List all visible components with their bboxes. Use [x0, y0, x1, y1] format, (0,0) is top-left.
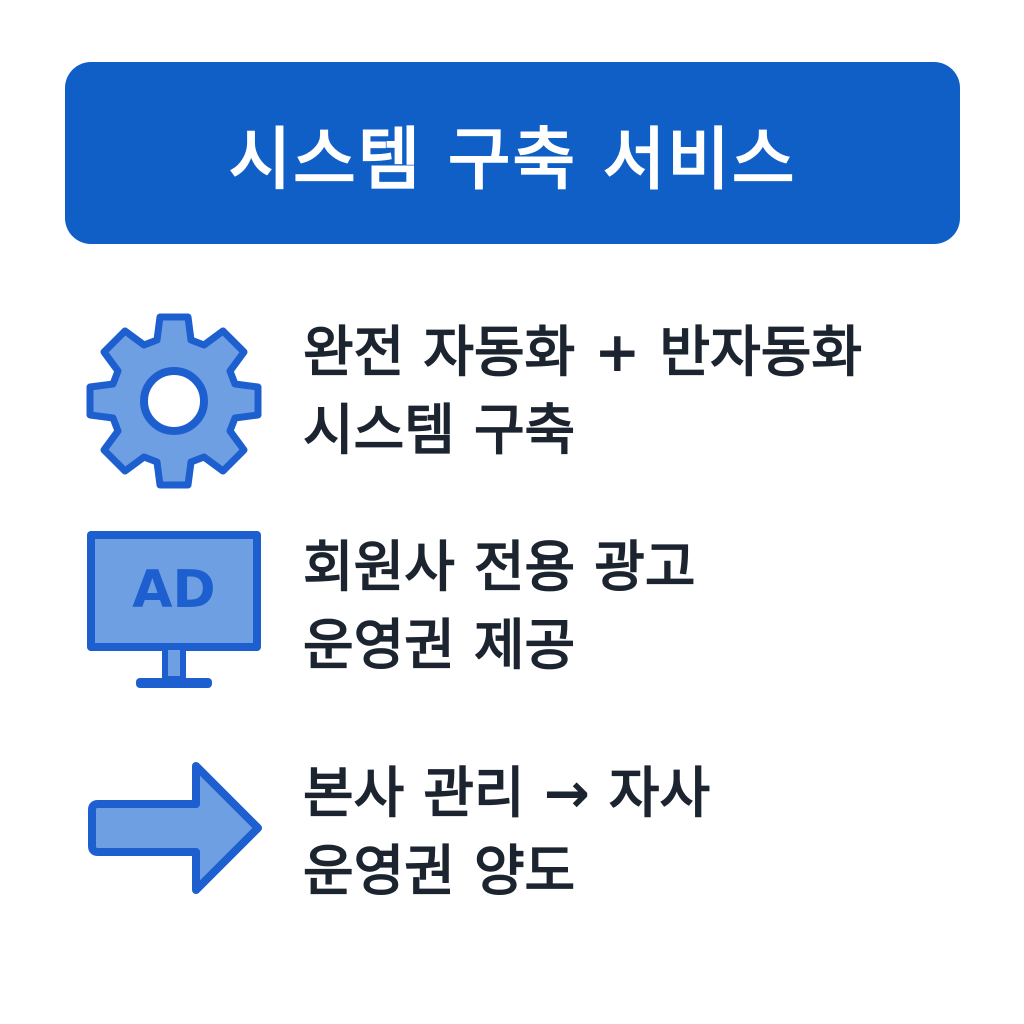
- page-title: 시스템 구축 서비스: [228, 120, 797, 200]
- gear-icon: [86, 313, 262, 493]
- feature-line-2: 운영권 제공: [303, 613, 576, 677]
- feature-line-1: 본사 관리 → 자사: [303, 761, 711, 825]
- title-banner: 시스템 구축 서비스: [65, 62, 960, 244]
- ad-monitor-icon: AD: [86, 530, 262, 696]
- feature-line-1: 완전 자동화 + 반자동화: [303, 320, 862, 384]
- feature-line-2: 시스템 구축: [303, 398, 576, 462]
- feature-text: 본사 관리 → 자사 운영권 양도: [303, 754, 710, 910]
- feature-text: 완전 자동화 + 반자동화 시스템 구축: [303, 313, 862, 469]
- feature-text: 회원사 전용 광고 운영권 제공: [303, 528, 696, 684]
- feature-automation: 완전 자동화 + 반자동화 시스템 구축: [0, 310, 1024, 490]
- feature-advertising: AD 회원사 전용 광고 운영권 제공: [0, 528, 1024, 693]
- feature-line-2: 운영권 양도: [303, 839, 576, 903]
- arrow-right-icon: [86, 758, 266, 902]
- feature-line-1: 회원사 전용 광고: [303, 535, 696, 599]
- feature-transfer: 본사 관리 → 자사 운영권 양도: [0, 750, 1024, 910]
- ad-label: AD: [132, 560, 215, 620]
